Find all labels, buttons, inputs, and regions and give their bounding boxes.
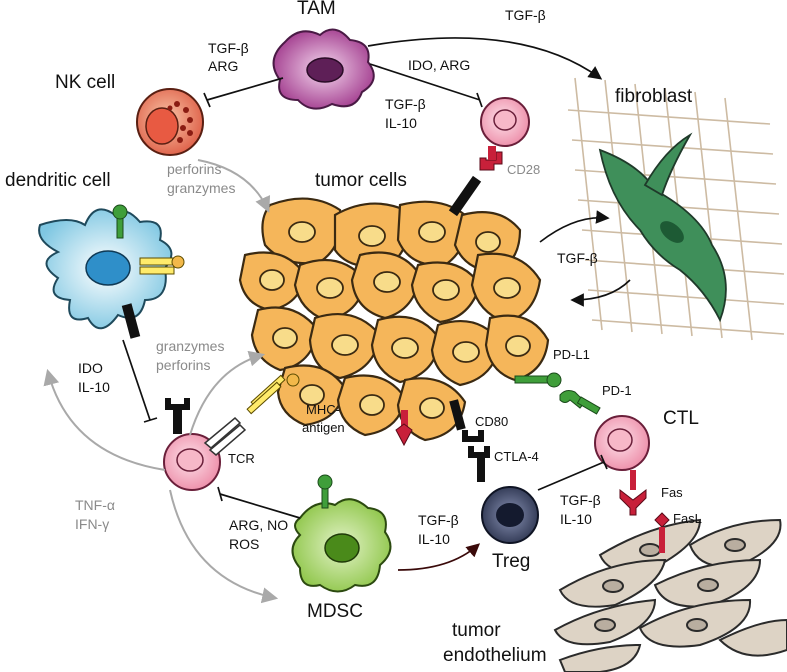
endothelium-label-2: endothelium xyxy=(443,645,547,666)
dc-mhc-receptor xyxy=(139,255,185,275)
tnf-label: TNF-α xyxy=(75,497,115,513)
tam-fibroblast-factor: TGF-β xyxy=(505,7,546,23)
gray-arrows xyxy=(43,159,279,604)
tumor-cell-nuclei xyxy=(259,221,531,419)
ctl-factor-1: granzymes xyxy=(156,338,225,354)
arrows xyxy=(122,37,631,519)
mhc-antigen-receptor xyxy=(246,373,300,415)
tam-tcell-factor-3: IL-10 xyxy=(385,115,417,131)
mdsc-to-treg-arrow xyxy=(397,543,481,571)
tam-tcell-factor-2: TGF-β xyxy=(385,96,426,112)
tcr-receptor xyxy=(203,416,247,456)
fasl-label: FasL xyxy=(673,511,702,526)
cd80-label: CD80 xyxy=(475,414,509,429)
dc-stalk xyxy=(121,303,141,339)
ctl-cell xyxy=(594,415,650,471)
fasl-ligand xyxy=(654,512,670,553)
fibroblast-tgf-label: TGF-β xyxy=(557,250,598,266)
tam-label: TAM xyxy=(297,0,336,19)
tumor-endothelium xyxy=(553,518,787,672)
mdsc-label: MDSC xyxy=(307,601,363,622)
ifn-label: IFN-γ xyxy=(75,516,110,532)
pd1-label: PD-1 xyxy=(602,383,632,398)
ctl-label: CTL xyxy=(663,408,699,429)
ctl-factor-2: perforins xyxy=(156,357,211,373)
mhc-label-1: MHC- xyxy=(306,402,340,417)
tam-nk-factor-1: TGF-β xyxy=(208,40,249,56)
fibroblast-label: fibroblast xyxy=(615,86,693,107)
fas-receptor xyxy=(619,470,647,516)
fibroblast-matrix xyxy=(567,77,785,341)
treg-label: Treg xyxy=(492,551,531,572)
dendritic-cell xyxy=(38,208,173,330)
treg-cell xyxy=(481,486,539,544)
tam-nk-factor-2: ARG xyxy=(208,58,239,74)
tumor-red-receptor xyxy=(395,410,413,447)
dc-green-receptor xyxy=(112,204,128,239)
nk-cell-label: NK cell xyxy=(55,72,116,93)
t-cell-top xyxy=(480,97,530,147)
fibroblast-cell xyxy=(598,132,727,323)
tumor-cells-label: tumor cells xyxy=(315,170,407,191)
mdsc-treg-factor-2: IL-10 xyxy=(418,531,450,547)
mdsc-treg-factor-1: TGF-β xyxy=(418,512,459,528)
cd28-receptor xyxy=(448,146,503,217)
tam-tcell-factor-1: IDO, ARG xyxy=(408,57,471,73)
fas-label: Fas xyxy=(661,485,683,500)
t-cell-left-receptor xyxy=(165,398,190,434)
tam-cell xyxy=(272,28,375,110)
dc-factor-2: IL-10 xyxy=(78,379,110,395)
nk-factor-1: perforins xyxy=(167,161,222,177)
cd80-ctla4-receptors xyxy=(449,399,490,482)
mdsc-cell xyxy=(291,498,392,593)
mdsc-factor-1: ARG, NO xyxy=(229,517,289,533)
nk-factor-2: granzymes xyxy=(167,180,236,196)
pd1-pdl1-receptors xyxy=(514,372,601,415)
mdsc-factor-2: ROS xyxy=(229,536,260,552)
pdl1-label: PD-L1 xyxy=(553,347,590,362)
mdsc-receptor xyxy=(317,474,333,509)
treg-ctl-factor-1: TGF-β xyxy=(560,492,601,508)
ctla4-label: CTLA-4 xyxy=(494,449,539,464)
tumor-cell-cluster xyxy=(238,197,550,442)
dendritic-cell-label: dendritic cell xyxy=(5,170,111,191)
cd28-label: CD28 xyxy=(507,162,541,177)
t-cell-left xyxy=(163,433,221,491)
treg-ctl-factor-2: IL-10 xyxy=(560,511,592,527)
tcr-label: TCR xyxy=(228,451,255,466)
dc-factor-1: IDO xyxy=(78,360,103,376)
mhc-label-2: antigen xyxy=(302,420,345,435)
nk-cell xyxy=(136,88,204,156)
endothelium-label-1: tumor xyxy=(452,620,501,641)
